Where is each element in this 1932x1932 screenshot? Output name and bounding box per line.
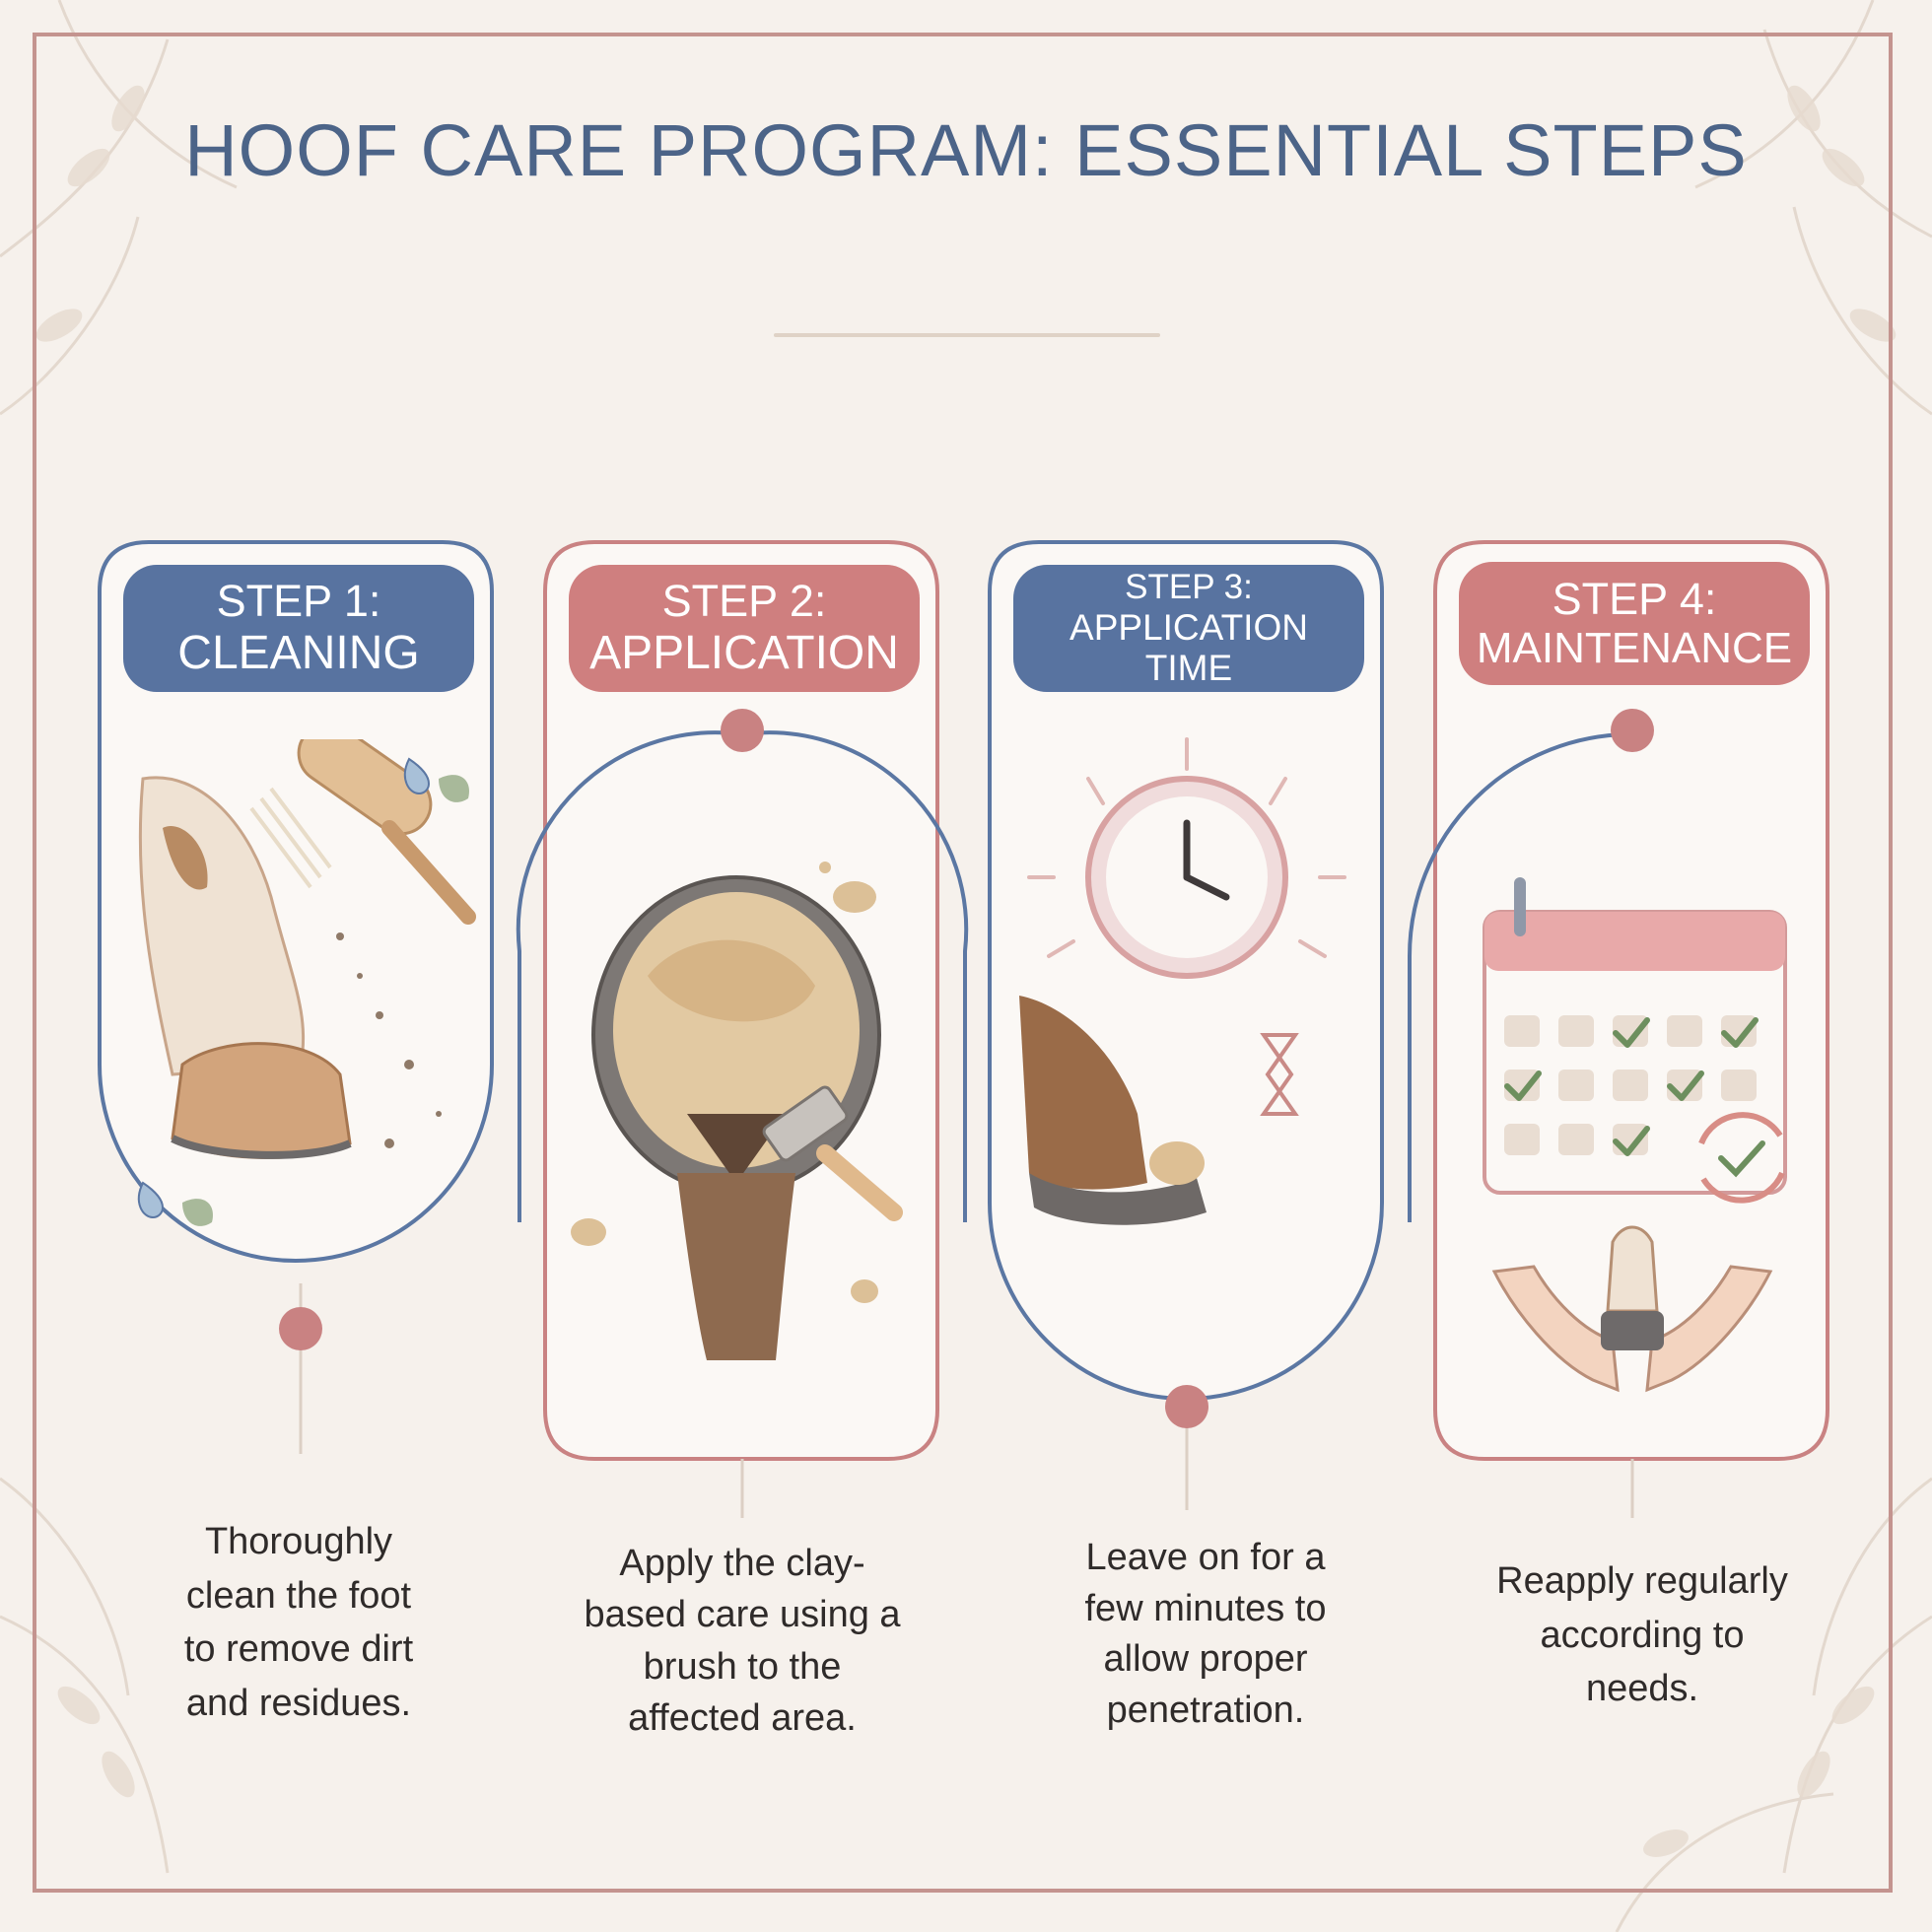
title-divider [774, 333, 1160, 337]
step-3-desc-line: Leave on for a [1085, 1537, 1326, 1578]
step-3-name-line-1: APPLICATION [1070, 606, 1308, 648]
step-1-name: CLEANING [177, 626, 420, 679]
step-3-card: STEP 3: APPLICATION TIME [988, 540, 1384, 1510]
step-1-badge: STEP 1: CLEANING [123, 565, 474, 692]
step-3-number: STEP 3: [1125, 568, 1253, 607]
step-4-badge: STEP 4: MAINTENANCE [1459, 562, 1810, 685]
step-3-name-line-2: TIME [1144, 648, 1233, 689]
step-3-description: Leave on for a few minutes to allow prop… [999, 1533, 1413, 1737]
step-1-desc-line: to remove dirt [183, 1628, 414, 1671]
step-2-desc-line: brush to the [643, 1645, 842, 1688]
step-2-description: Apply the clay- based care using a brush… [535, 1538, 949, 1745]
step-3-badge: STEP 3: APPLICATION TIME [1013, 565, 1364, 692]
step-4-desc-line: Reapply regularly [1496, 1560, 1788, 1602]
step-2-desc-line: affected area. [628, 1697, 857, 1740]
step-4-card: STEP 4: MAINTENANCE [1408, 540, 1829, 1518]
calendar-hands-icon [1483, 877, 1787, 1393]
step-1-desc-line: and residues. [185, 1683, 412, 1725]
step-2-number: STEP 2: [661, 576, 827, 627]
step-2-badge: STEP 2: APPLICATION [569, 565, 920, 692]
step-4-description: Reapply regularly according to needs. [1435, 1554, 1849, 1716]
step-3-desc-line: penetration. [1106, 1690, 1305, 1732]
page-title: HOOF CARE PROGRAM: ESSENTIAL STEPS [184, 109, 1748, 191]
step-3-desc-line: allow proper [1103, 1638, 1308, 1681]
step-1-desc-line: Thoroughly [204, 1521, 393, 1562]
step-4-desc-line: according to [1540, 1614, 1745, 1656]
step-1-card: STEP 1: CLEANING [98, 540, 494, 1459]
step-2-desc-line: Apply the clay- [619, 1543, 865, 1584]
step-1-description: Thoroughly clean the foot to remove dirt… [92, 1515, 506, 1731]
step-3-desc-line: few minutes to [1084, 1587, 1327, 1629]
step-2-card: STEP 2: APPLICATION [516, 540, 969, 1518]
clock-hoof-icon [1019, 737, 1346, 1225]
step-1-number: STEP 1: [216, 576, 381, 627]
step-4-number: STEP 4: [1552, 573, 1717, 624]
hoof-brush-icon [137, 739, 476, 1226]
step-2-desc-line: based care using a [584, 1594, 901, 1636]
hoof-clay-brush-icon [571, 862, 903, 1360]
page-frame [33, 33, 1893, 1893]
step-4-name: MAINTENANCE [1476, 624, 1793, 673]
step-1-desc-line: clean the foot [185, 1574, 412, 1617]
step-4-desc-line: needs. [1585, 1668, 1699, 1710]
step-2-name: APPLICATION [589, 626, 899, 679]
